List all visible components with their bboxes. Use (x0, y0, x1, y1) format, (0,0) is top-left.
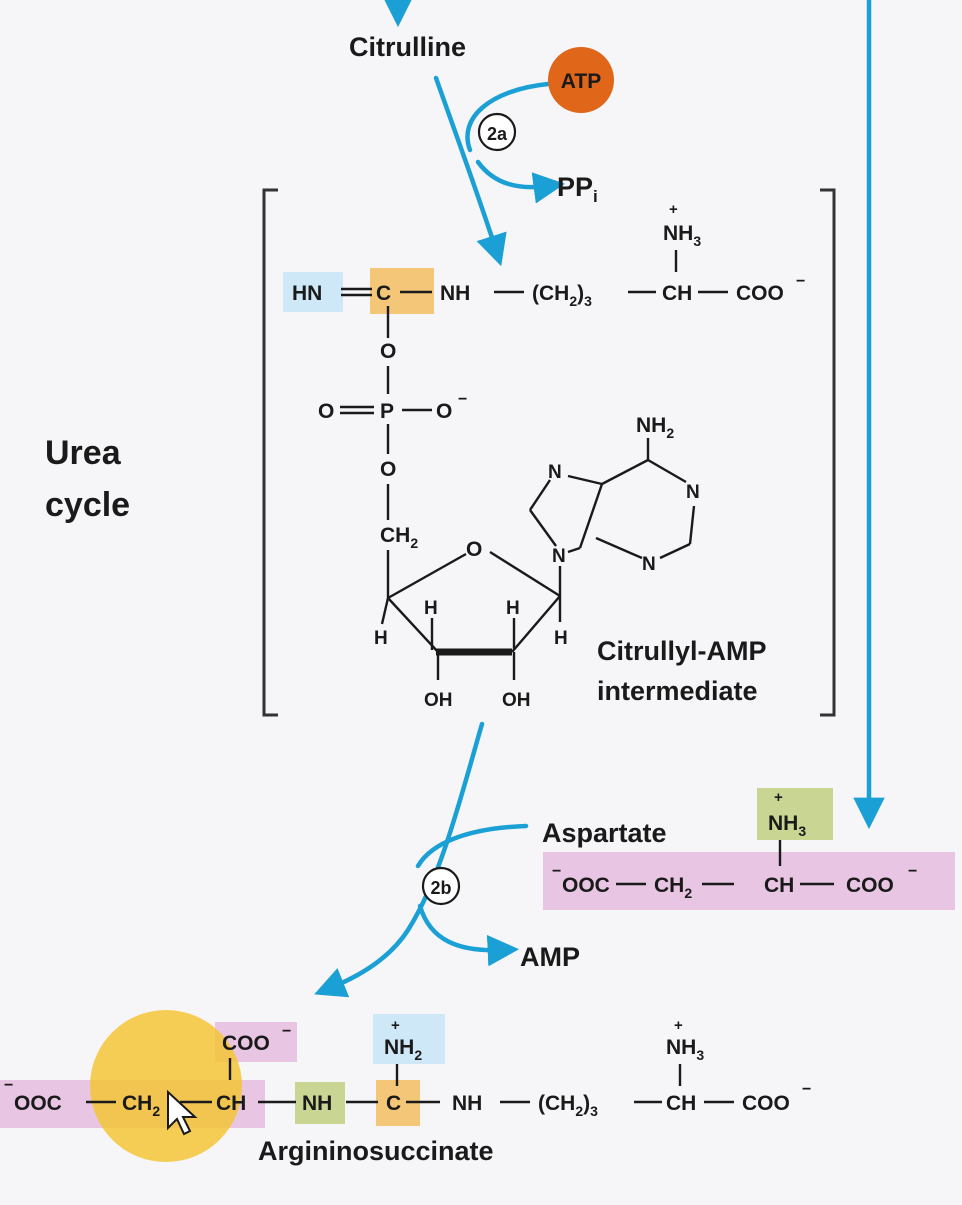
ci-nh3: NH3 (663, 222, 701, 249)
asp-ch: CH (764, 874, 794, 897)
ci-h1: H (424, 598, 438, 619)
citrulline-label: Citrulline (349, 32, 466, 62)
pr-ch: CH (216, 1092, 246, 1115)
amp-label: AMP (520, 942, 580, 972)
pr-ooc-minus: − (4, 1077, 13, 1094)
pr-coo-end-minus: − (802, 1081, 811, 1098)
cursor-highlight (90, 1010, 242, 1162)
pr-ch-end: CH (666, 1092, 696, 1115)
asp-coo-minus: − (908, 863, 917, 880)
pr-nh2: NH2 (384, 1036, 422, 1063)
step-2b-circle (421, 866, 461, 906)
citrulline-arrow (433, 75, 507, 267)
ci-ring-o: O (466, 538, 482, 561)
main-arrow-2b (314, 721, 485, 998)
step-2a-circle (477, 112, 517, 152)
ci-hn: HN (292, 282, 322, 305)
ci-p: P (380, 400, 394, 423)
ci-o-minus: O (436, 400, 452, 423)
ci-n1: N (552, 546, 566, 567)
ci-o-bottom: O (380, 458, 396, 481)
intermediate-label-line1: Citrullyl-AMP (597, 636, 767, 666)
aspartate-structure: + NH3 − OOC CH2 CH COO − (552, 789, 917, 901)
left-bracket (262, 188, 278, 717)
ci-o-minus-sign: − (458, 391, 467, 408)
argininosuccinate-structure: COO − − OOC CH2 CH NH C + NH2 NH (CH2)3 … (4, 1017, 811, 1119)
pr-ch2-3: (CH2)3 (538, 1092, 598, 1119)
ci-ch2-3: (CH2)3 (532, 282, 592, 309)
pr-nh3: NH3 (666, 1036, 704, 1063)
ci-oh1: OH (424, 690, 453, 711)
aspartate-highlight (543, 852, 955, 910)
ci-ch: CH (662, 282, 692, 305)
pr-coo-end: COO (742, 1092, 790, 1115)
intermediate-structure: NH3 + HN C NH (CH2)3 CH COO − O O P O − … (292, 201, 805, 711)
ci-ch2: CH2 (380, 524, 418, 551)
pr-ooc: OOC (14, 1092, 62, 1115)
ci-nh2: NH2 (636, 414, 674, 441)
right-bracket (820, 188, 836, 717)
aspartate-arrow (415, 823, 529, 869)
ppi-arrow (475, 159, 565, 204)
asp-ooc-minus: − (552, 863, 561, 880)
amp-arrow (417, 903, 520, 967)
asp-nh3: NH3 (768, 812, 806, 839)
atp-label: ATP (561, 70, 601, 93)
ci-coo: COO (736, 282, 784, 305)
ci-nh3-plus: + (669, 201, 678, 218)
asp-coo: COO (846, 874, 894, 897)
ci-c: C (376, 282, 391, 305)
ci-h2: H (506, 598, 520, 619)
step-2b-label: 2b (430, 878, 451, 898)
pr-nh: NH (302, 1092, 332, 1115)
aspartate-label: Aspartate (542, 818, 667, 848)
pr-coo-top: COO (222, 1032, 270, 1055)
product-nh2-highlight (373, 1014, 445, 1064)
atp-arrow (465, 81, 551, 153)
hn-highlight (283, 272, 343, 312)
product-nh-highlight (295, 1082, 345, 1124)
ci-coo-minus: − (796, 273, 805, 290)
pr-ch2: CH2 (122, 1092, 160, 1119)
ci-oh2: OH (502, 690, 531, 711)
mouse-cursor-icon (167, 1089, 198, 1136)
asp-plus: + (774, 789, 783, 806)
pr-coo-top-minus: − (282, 1023, 291, 1040)
ci-h4: H (554, 628, 568, 649)
ci-n4: N (642, 554, 656, 575)
pr-nh-2: NH (452, 1092, 482, 1115)
ci-o-top: O (380, 340, 396, 363)
ci-nh: NH (440, 282, 470, 305)
asp-ch2: CH2 (654, 874, 692, 901)
ci-o-double: O (318, 400, 334, 423)
ci-n3: N (686, 482, 700, 503)
pr-nh2-plus: + (391, 1017, 400, 1034)
ppi-label: PPi (557, 172, 598, 206)
step-2a-label: 2a (487, 124, 508, 144)
aspartate-nh3-highlight (757, 788, 833, 840)
urea-label-line2: cycle (45, 486, 130, 524)
pr-c: C (386, 1092, 401, 1115)
asp-ooc: OOC (562, 874, 610, 897)
urea-label-line1: Urea (45, 434, 122, 472)
ci-h3: H (374, 628, 388, 649)
argininosuccinate-label: Argininosuccinate (258, 1136, 494, 1166)
ci-n2: N (548, 462, 562, 483)
atp-circle (548, 47, 614, 113)
pr-nh3-plus: + (674, 1017, 683, 1034)
intermediate-label-line2: intermediate (597, 676, 758, 706)
